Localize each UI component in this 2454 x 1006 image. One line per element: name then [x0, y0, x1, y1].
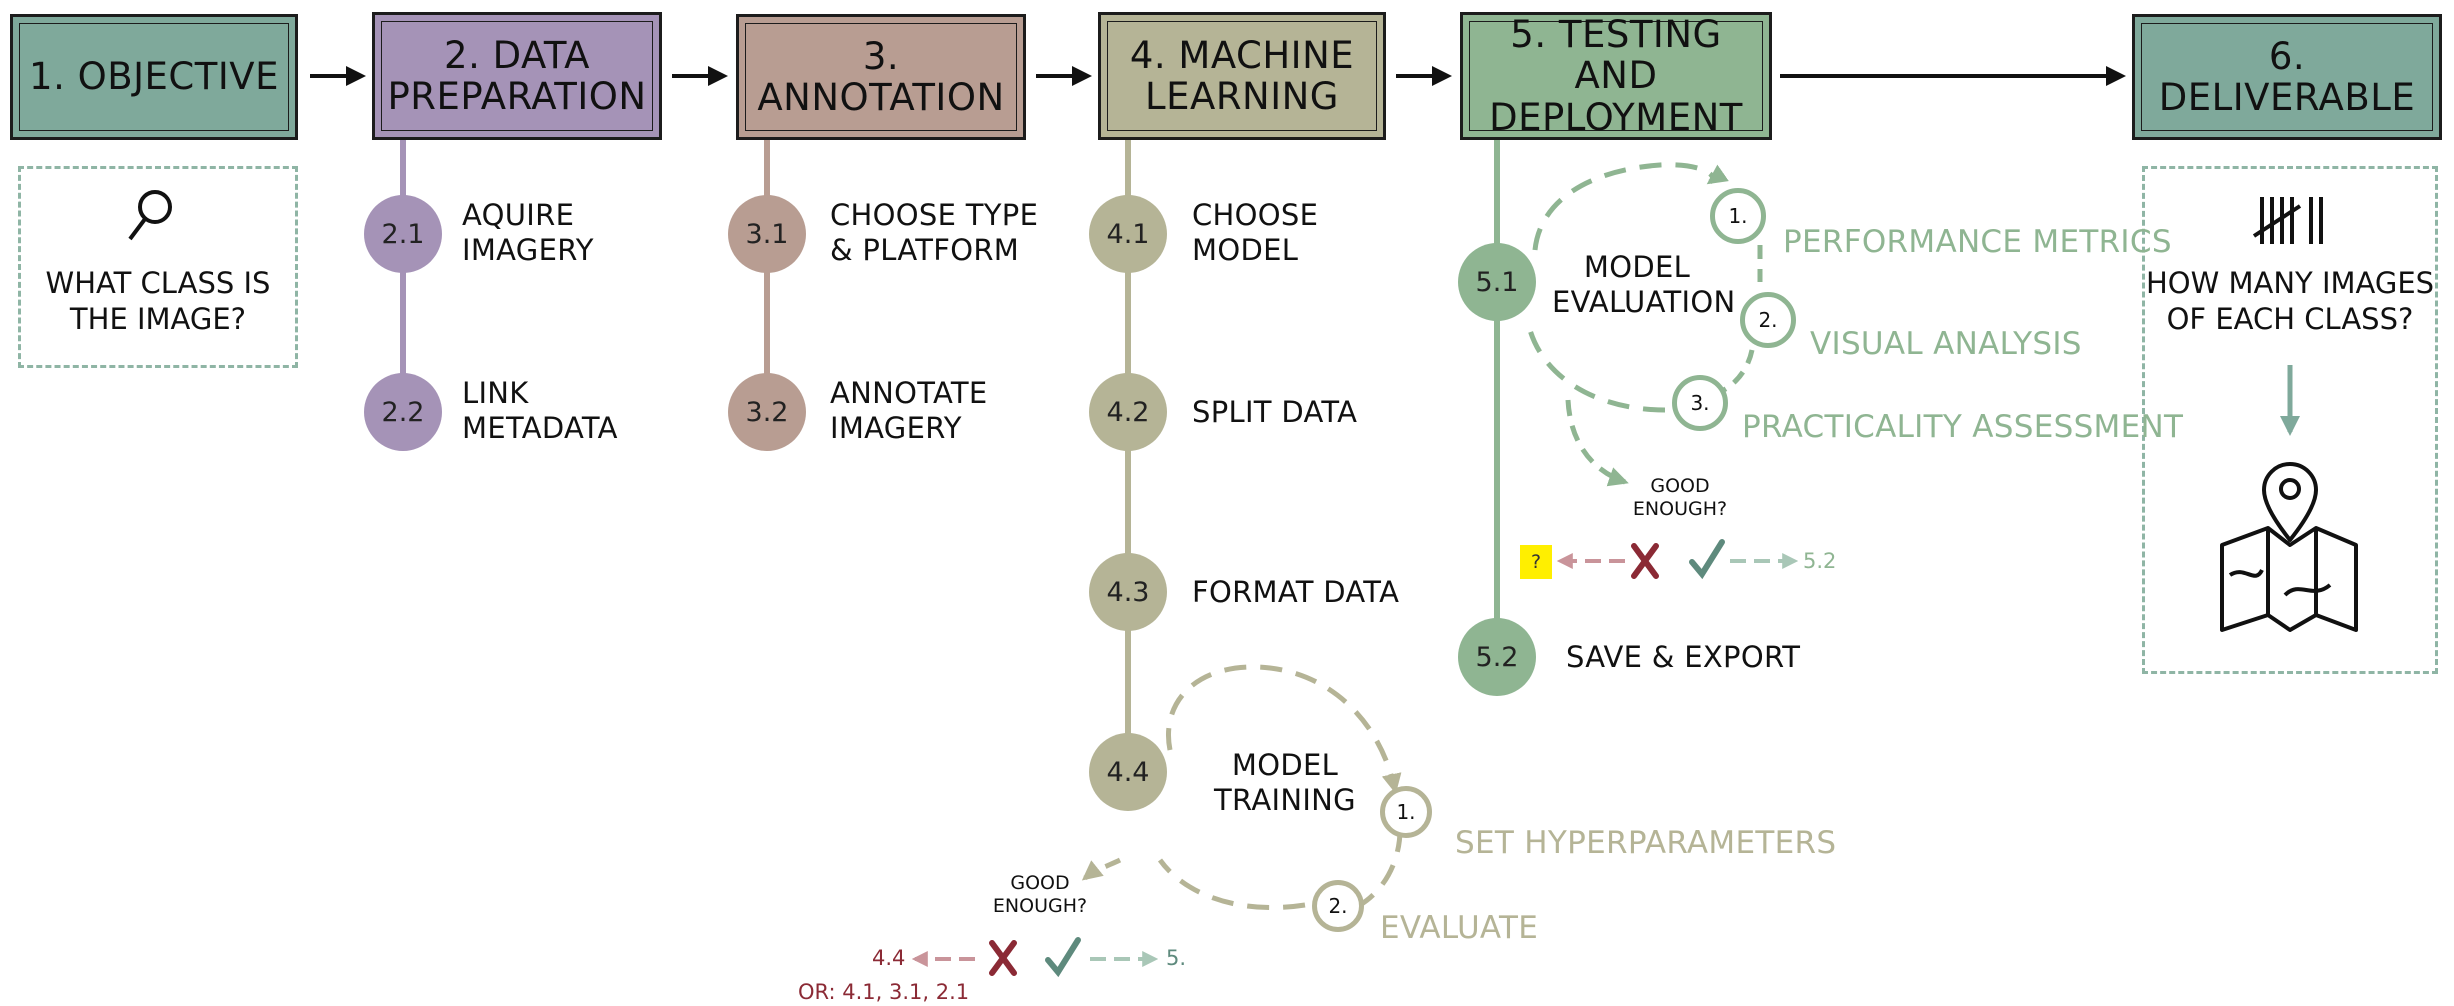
map-pin-icon [2220, 462, 2358, 632]
stage-deliverable-title: 6. DELIVERABLE [2158, 34, 2416, 119]
stage-ml-line1: 4. MACHINE [1129, 33, 1355, 77]
evaluation-pass-target: 5.2 [1803, 549, 1837, 573]
deliverable-question-line1: HOW MANY IMAGES [2145, 266, 2435, 300]
tally-icon [2252, 197, 2323, 244]
step-number: 4.3 [1106, 576, 1150, 608]
training-pass-target: 5. [1166, 946, 1187, 970]
evaluation-to-decision-arrow [1565, 399, 1629, 487]
stage-ml-line2: LEARNING [1145, 75, 1339, 118]
training-fail-alternatives: OR: 4.1, 3.1, 2.1 [798, 980, 970, 1004]
training-to-decision-arrow [1081, 857, 1122, 881]
objective-question-line1: WHAT CLASS IS [45, 266, 271, 300]
magnifier-icon [128, 190, 172, 241]
stage-objective[interactable]: 1. OBJECTIVE [10, 14, 298, 140]
training-cycle-arc-bottom [1157, 858, 1306, 911]
step-node-5-2[interactable]: 5.2 [1458, 618, 1536, 696]
evaluation-substep-2-circle[interactable]: 2. [1740, 292, 1796, 348]
step-number: 2.2 [381, 396, 425, 428]
training-substep-1-label: SET HYPERPARAMETERS [1455, 825, 1837, 861]
evaluation-fail-target: ? [1520, 545, 1552, 579]
step-number: 4.2 [1106, 396, 1150, 428]
step-node-4-3[interactable]: 4.3 [1089, 553, 1167, 631]
evaluation-substep-1-label: PERFORMANCE METRICS [1783, 224, 2172, 260]
evaluation-check-icon [1689, 539, 1725, 580]
training-cycle-arc-top [1166, 664, 1402, 794]
step-number: 3.2 [745, 396, 789, 428]
evaluation-substep-3-label: PRACTICALITY ASSESSMENT [1742, 409, 2184, 445]
step-node-5-1[interactable]: 5.1 [1458, 243, 1536, 321]
objective-question-line2: THE IMAGE? [69, 302, 247, 337]
deliverable-question: HOW MANY IMAGES OF EACH CLASS? [2142, 265, 2438, 338]
stage-testing-line1: 5. TESTING AND [1510, 12, 1722, 98]
objective-question: WHAT CLASS IS THE IMAGE? [18, 265, 298, 338]
step-node-4-4[interactable]: 4.4 [1089, 733, 1167, 811]
step-label-4-3: FORMAT DATA [1192, 575, 1400, 609]
training-fail-target: 4.4 [872, 946, 906, 970]
training-substep-2-label: EVALUATE [1380, 910, 1539, 946]
stage-testing-line2: DEPLOYMENT [1489, 95, 1743, 139]
evaluation-substep-1-circle[interactable]: 1. [1710, 188, 1766, 244]
stage-annotation[interactable]: 3. ANNOTATION [736, 14, 1026, 140]
step-node-3-1[interactable]: 3.1 [728, 195, 806, 273]
step-number: 4.4 [1106, 756, 1150, 788]
step-label-5-2: SAVE & EXPORT [1566, 640, 1801, 674]
step-label-4-2: SPLIT DATA [1192, 395, 1358, 429]
step-label-3-1: CHOOSE TYPE& PLATFORM [830, 198, 1039, 267]
training-cross-icon [989, 940, 1017, 976]
training-substep-1-circle[interactable]: 1. [1380, 786, 1432, 838]
evaluation-substep-3-circle[interactable]: 3. [1672, 375, 1728, 431]
training-cycle-arc-right [1358, 829, 1403, 908]
evaluation-cycle-arc-right-2 [1718, 349, 1755, 395]
evaluation-cycle-arc-bottom [1527, 329, 1666, 413]
step-number: 5.1 [1475, 266, 1519, 298]
step-node-4-1[interactable]: 4.1 [1089, 195, 1167, 273]
evaluation-substep-2-label: VISUAL ANALYSIS [1810, 326, 2082, 362]
substep-number: 3. [1690, 391, 1710, 415]
step-number: 2.1 [381, 218, 425, 250]
substep-number: 1. [1396, 800, 1416, 824]
evaluation-cross-icon [1631, 543, 1659, 579]
evaluation-cycle-arc-top [1532, 162, 1729, 251]
deliverable-detail-box [2142, 166, 2438, 674]
training-check-icon [1045, 937, 1081, 978]
substep-number: 2. [1328, 894, 1348, 918]
step-node-4-2[interactable]: 4.2 [1089, 373, 1167, 451]
stage-objective-title: 1. OBJECTIVE [29, 55, 279, 99]
step-number: 5.2 [1475, 641, 1519, 673]
substep-number: 2. [1758, 308, 1778, 332]
step-number: 3.1 [745, 218, 789, 250]
stage-annotation-title: 3. ANNOTATION [757, 34, 1005, 119]
step-number: 4.1 [1106, 218, 1150, 250]
step-node-2-2[interactable]: 2.2 [364, 373, 442, 451]
step-node-2-1[interactable]: 2.1 [364, 195, 442, 273]
training-substep-2-circle[interactable]: 2. [1312, 880, 1364, 932]
objective-detail-box [18, 166, 298, 368]
substep-number: 1. [1728, 204, 1748, 228]
stage-data-prep-line2: PREPARATION [387, 75, 647, 118]
step-node-3-2[interactable]: 3.2 [728, 373, 806, 451]
deliverable-question-line2: OF EACH CLASS? [2166, 302, 2414, 337]
stage-data-prep-line1: 2. DATA [444, 33, 590, 77]
stage-deliverable[interactable]: 6. DELIVERABLE [2132, 14, 2442, 140]
